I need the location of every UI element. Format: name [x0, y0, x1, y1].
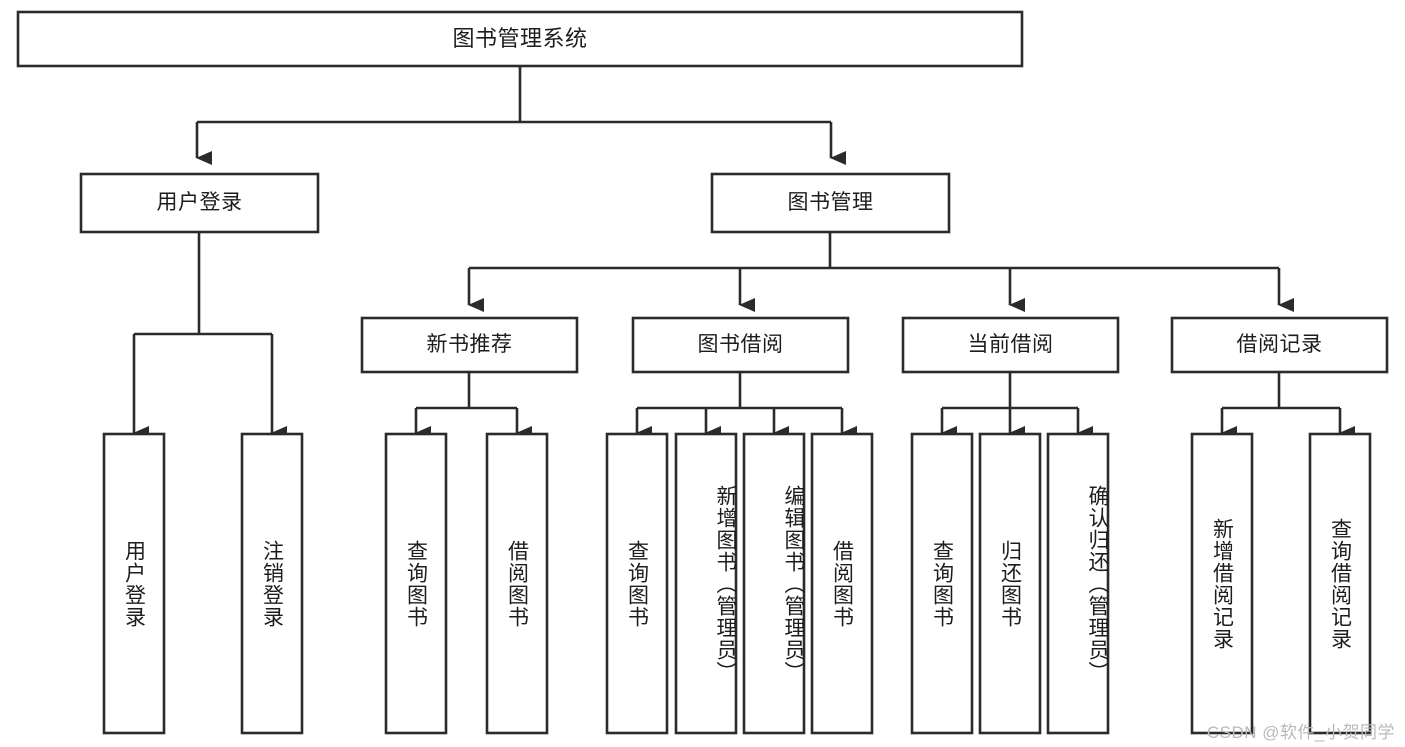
- connector-current-borrow-to-leaves: [940, 372, 1093, 440]
- node-box-leaf-query-book-2[interactable]: [605, 432, 669, 735]
- node-box-leaf-query-book-3[interactable]: [910, 432, 974, 735]
- connector-new-book-rec-to-leaves: [414, 372, 532, 440]
- node-box-leaf-confirm-return[interactable]: [1046, 432, 1110, 735]
- node-box-leaf-edit-book[interactable]: [742, 432, 806, 735]
- node-box-book-borrow[interactable]: [631, 316, 850, 374]
- node-box-user-login[interactable]: [79, 172, 320, 234]
- node-box-current-borrow[interactable]: [901, 316, 1120, 374]
- node-box-leaf-user-logout[interactable]: [240, 432, 304, 735]
- connector-user-login-to-leaves: [132, 232, 287, 440]
- node-box-leaf-borrow-book-2[interactable]: [810, 432, 874, 735]
- node-box-book-manage[interactable]: [710, 172, 951, 234]
- node-box-leaf-query-record[interactable]: [1308, 432, 1372, 735]
- node-box-leaf-add-book[interactable]: [674, 432, 738, 735]
- connector-borrow-record-to-leaves: [1220, 372, 1355, 440]
- connector-book-borrow-to-leaves: [635, 372, 857, 440]
- node-box-borrow-record[interactable]: [1170, 316, 1389, 374]
- connector-book-manage-to-level3: [467, 232, 1294, 312]
- node-box-leaf-borrow-book-1[interactable]: [485, 432, 549, 735]
- node-box-root[interactable]: [16, 10, 1024, 68]
- node-box-new-book-rec[interactable]: [360, 316, 579, 374]
- node-box-leaf-user-login[interactable]: [102, 432, 166, 735]
- connector-root-to-level2: [195, 66, 846, 165]
- node-box-leaf-return-book[interactable]: [978, 432, 1042, 735]
- node-box-leaf-query-book-1[interactable]: [384, 432, 448, 735]
- node-box-leaf-add-record[interactable]: [1190, 432, 1254, 735]
